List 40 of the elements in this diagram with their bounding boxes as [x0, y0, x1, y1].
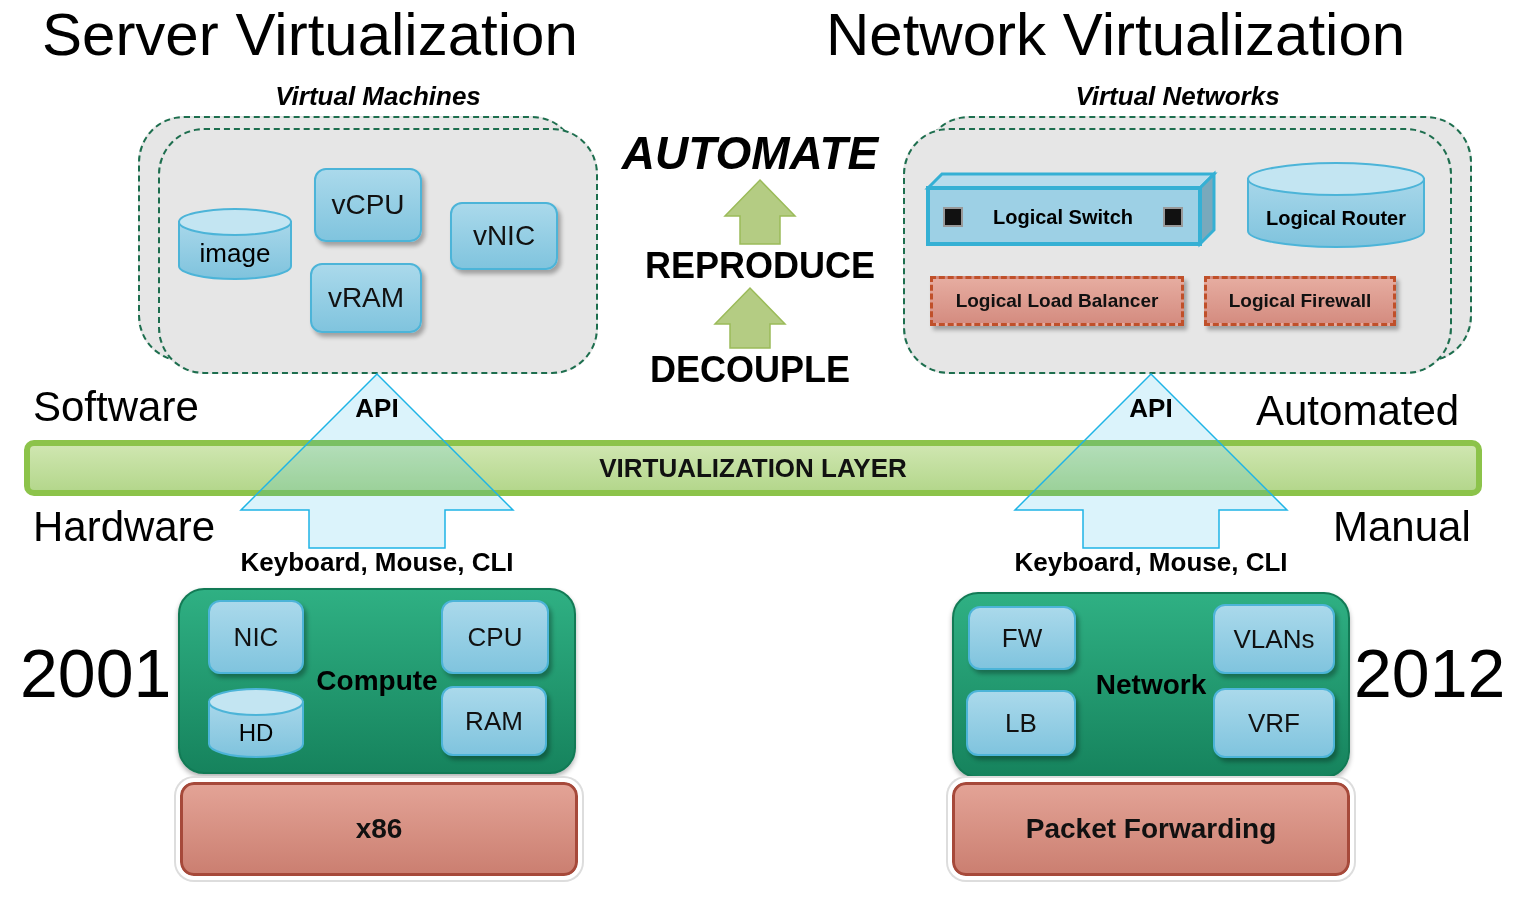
edge-label: API [354, 392, 400, 424]
node-label: Compute [316, 664, 438, 698]
input-heading: Keyboard, Mouse, CLI [239, 548, 515, 578]
block-arrow [723, 178, 797, 245]
node-label: HD [238, 719, 274, 747]
component-box: LB [966, 690, 1076, 756]
service-box: Logical Load Balancer [930, 276, 1184, 326]
side-label: Software [33, 384, 199, 431]
node-label: Network [1095, 668, 1207, 702]
group-heading: Virtual Networks [1074, 82, 1281, 112]
input-heading: Keyboard, Mouse, CLI [1013, 548, 1289, 578]
step-label: DECOUPLE [640, 348, 860, 392]
component-box: FW [968, 606, 1076, 670]
block-arrow [713, 286, 787, 349]
section-title: Server Virtualization [42, 2, 578, 68]
step-label: AUTOMATE [600, 126, 900, 180]
block-arrow [1013, 372, 1289, 549]
step-label: REPRODUCE [630, 244, 890, 288]
section-title: Network Virtualization [826, 2, 1406, 68]
component-box: VRF [1213, 688, 1335, 758]
service-box: Logical Firewall [1204, 276, 1396, 326]
group-heading: Virtual Machines [274, 82, 482, 112]
component-box: vNIC [450, 202, 558, 270]
edge-label: API [1128, 392, 1174, 424]
component-box: VLANs [1213, 604, 1335, 674]
side-label: Automated [1256, 388, 1460, 435]
component-box: vCPU [314, 168, 422, 242]
node-label: image [199, 239, 271, 269]
block-arrow [239, 372, 515, 549]
side-label: Hardware [33, 504, 216, 551]
year-label: 2012 [1354, 636, 1506, 711]
component-box: CPU [441, 600, 549, 674]
side-label: Manual [1333, 504, 1471, 551]
node-label: Logical Router [1266, 206, 1406, 230]
component-box: vRAM [310, 263, 422, 333]
component-box: NIC [208, 600, 304, 674]
layer-band: VIRTUALIZATION LAYER [24, 440, 1482, 496]
component-box: RAM [441, 686, 547, 756]
node-label: Logical Switch [993, 205, 1133, 229]
year-label: 2001 [20, 636, 172, 711]
